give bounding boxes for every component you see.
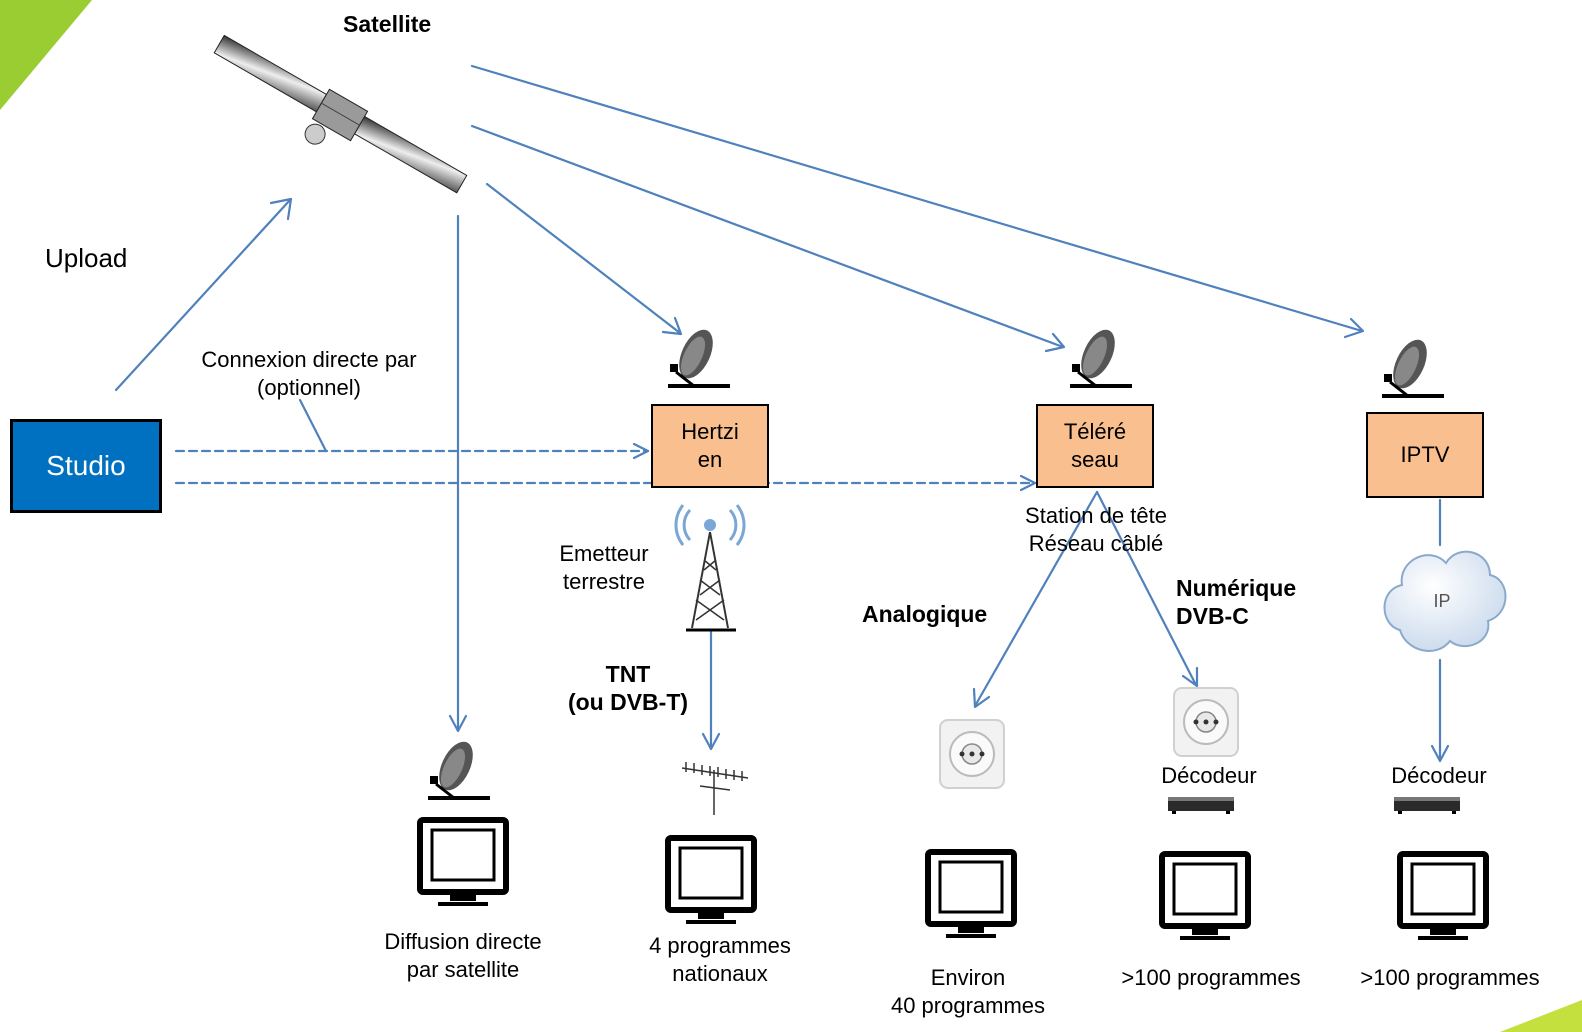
emetteur-line2: terrestre bbox=[563, 569, 645, 594]
output-iptv-label: >100 programmes bbox=[1360, 965, 1540, 990]
decoder-icon-iptv bbox=[1394, 797, 1460, 814]
output-satellite-label: Diffusion directe par satellite bbox=[360, 928, 566, 984]
decodeur-cable-label: Décodeur bbox=[1161, 763, 1257, 788]
station-line2: Réseau câblé bbox=[1028, 531, 1164, 556]
output-analogique-line1: Environ bbox=[930, 965, 1006, 990]
hertzien-line2: en bbox=[697, 447, 723, 472]
arrow-station-analogique bbox=[972, 490, 1099, 709]
numerique-line2: DVB-C bbox=[1176, 603, 1249, 629]
analogique-label: Analogique bbox=[862, 601, 988, 627]
arrow-satellite-direct bbox=[448, 214, 468, 733]
upload-arrow bbox=[114, 197, 293, 392]
arrow-satellite-telereseau bbox=[470, 124, 1066, 353]
output-hertzien-line1: 4 programmes bbox=[649, 933, 791, 958]
socket-icon-analogique bbox=[939, 719, 1005, 789]
arrow-satellite-iptv bbox=[470, 64, 1365, 339]
output-numerique-label: >100 programmes bbox=[1121, 965, 1301, 990]
ip-cloud-icon bbox=[1383, 550, 1507, 652]
upload-label: Upload bbox=[45, 243, 128, 273]
iptv-box: IPTV bbox=[1366, 412, 1484, 498]
connexion-label: Connexion directe par (optionnel) bbox=[180, 346, 438, 402]
corner-accent-top bbox=[0, 0, 92, 110]
arrow-studio-hertzien-dashed bbox=[174, 442, 650, 460]
tv-icon-analogique bbox=[928, 852, 1014, 938]
tv-icon-numerique bbox=[1162, 854, 1248, 940]
telereseau-box: Téléré seau bbox=[1036, 404, 1154, 488]
decodeur-iptv-label: Décodeur bbox=[1391, 763, 1487, 788]
corner-accent-bottom bbox=[1500, 1000, 1582, 1032]
numerique-label: Numérique DVB-C bbox=[1176, 574, 1296, 630]
output-analogique-label: Environ 40 programmes bbox=[868, 964, 1068, 1020]
arrow-satellite-hertzien bbox=[485, 182, 683, 336]
numerique-line1: Numérique bbox=[1176, 575, 1297, 601]
station-label: Station de tête Réseau câblé bbox=[1006, 502, 1186, 558]
emetteur-label: Emetteur terrestre bbox=[548, 540, 660, 596]
tnt-label: TNT (ou DVB-T) bbox=[548, 660, 708, 716]
telereseau-line1: Téléré bbox=[1063, 419, 1127, 444]
arrow-cloud-decodeur bbox=[1430, 658, 1450, 763]
output-analogique-line2: 40 programmes bbox=[890, 993, 1046, 1018]
decoder-icon-cable bbox=[1168, 797, 1234, 814]
arrow-station-numerique bbox=[1095, 490, 1199, 688]
tnt-line2: (ou DVB-T) bbox=[567, 689, 689, 715]
arrow-emetteur-antenna bbox=[701, 628, 721, 751]
dish-icon-iptv bbox=[1380, 333, 1446, 400]
output-satellite-line1: Diffusion directe bbox=[384, 929, 542, 954]
tv-icon-direct bbox=[420, 820, 506, 906]
telereseau-line2: seau bbox=[1071, 447, 1119, 472]
socket-icon-numerique bbox=[1173, 687, 1239, 757]
output-hertzien-line2: nationaux bbox=[672, 961, 768, 986]
output-hertzien-label: 4 programmes nationaux bbox=[620, 932, 820, 988]
hertzien-box: Hertzi en bbox=[651, 404, 769, 488]
connexion-line2: (optionnel) bbox=[257, 375, 361, 400]
arrow-studio-telereseau-dashed bbox=[174, 474, 1037, 492]
ip-cloud-label: IP bbox=[1433, 591, 1450, 611]
satellite-title: Satellite bbox=[343, 11, 432, 37]
emetteur-line1: Emetteur bbox=[559, 541, 649, 566]
connexion-callout-line bbox=[298, 398, 328, 453]
station-line1: Station de tête bbox=[1025, 503, 1167, 528]
roof-antenna-icon bbox=[681, 762, 749, 815]
studio-box: Studio bbox=[10, 419, 162, 513]
dish-icon-direct bbox=[426, 735, 492, 802]
connexion-line1: Connexion directe par bbox=[201, 347, 417, 372]
output-satellite-line2: par satellite bbox=[406, 957, 520, 982]
tower-icon bbox=[674, 504, 746, 632]
tv-icon-iptv bbox=[1400, 854, 1486, 940]
dish-icon-telereseau bbox=[1068, 323, 1134, 390]
satellite-icon bbox=[213, 34, 468, 194]
tnt-line1: TNT bbox=[605, 661, 651, 687]
tv-icon-hertzien bbox=[668, 838, 754, 924]
hertzien-line1: Hertzi bbox=[681, 419, 739, 444]
